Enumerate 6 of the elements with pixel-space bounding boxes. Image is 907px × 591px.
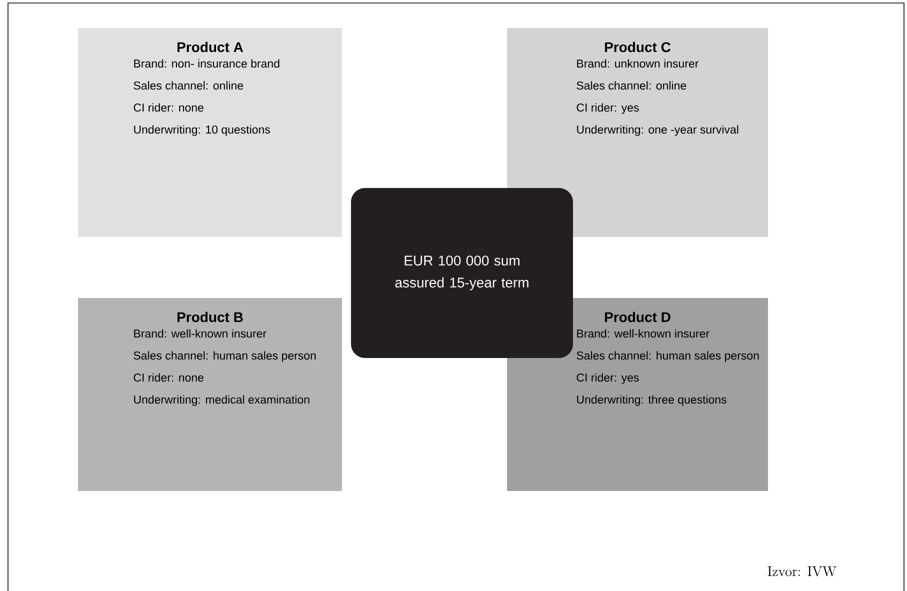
center-box: EUR 100 000 sum assured 15-year term (351, 188, 573, 358)
product-box: Product B Brand: well-known insurer Sales channel: human sales person CI rider: none Underwriting: medical examination (78, 298, 342, 491)
product-box: Product A Brand: non- insurance brand Sales channel: online CI rider: none Underwriting: 10 questions (78, 28, 342, 237)
product-box: Product D Brand: well-known insurer Sales channel: human sales person CI rider: yes Underwriting: three questions (507, 298, 768, 491)
product-box: Product C Brand: unknown insurer Sales channel: online CI rider: yes Underwriting: one -year survival (507, 28, 768, 237)
source-note: Izvor: IVW (768, 566, 836, 576)
